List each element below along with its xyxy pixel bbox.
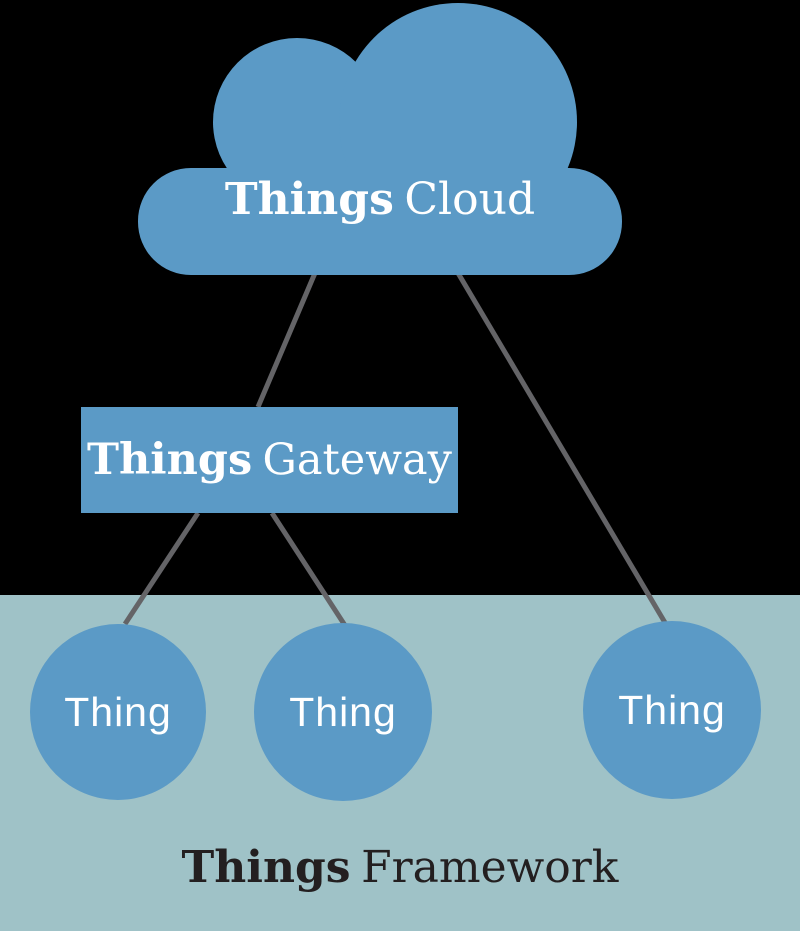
thing-node-3-label: Thing [618,686,726,733]
framework-title-regular: Framework [361,842,619,893]
gateway-label-regular: Gateway [262,435,452,485]
framework-title-bold: Things [181,842,351,893]
gateway-thing1-connector [122,511,201,626]
connector-lines [122,271,670,629]
thing-node-1: Thing [30,624,206,800]
cloud-gateway-connector [255,272,318,408]
gateway-thing2-connector [269,511,349,629]
gateway-label-bold: Things [87,435,253,485]
cloud-label-bold: Things [224,174,394,225]
thing-node-2: Thing [254,623,432,801]
cloud-shape [138,3,622,275]
cloud-label-regular: Cloud [404,174,536,225]
cloud-thing3-connector [455,271,670,628]
thing-node-2-label: Thing [289,688,397,735]
thing-node-1-label: Thing [64,688,172,735]
thing-node-3: Thing [583,621,761,799]
